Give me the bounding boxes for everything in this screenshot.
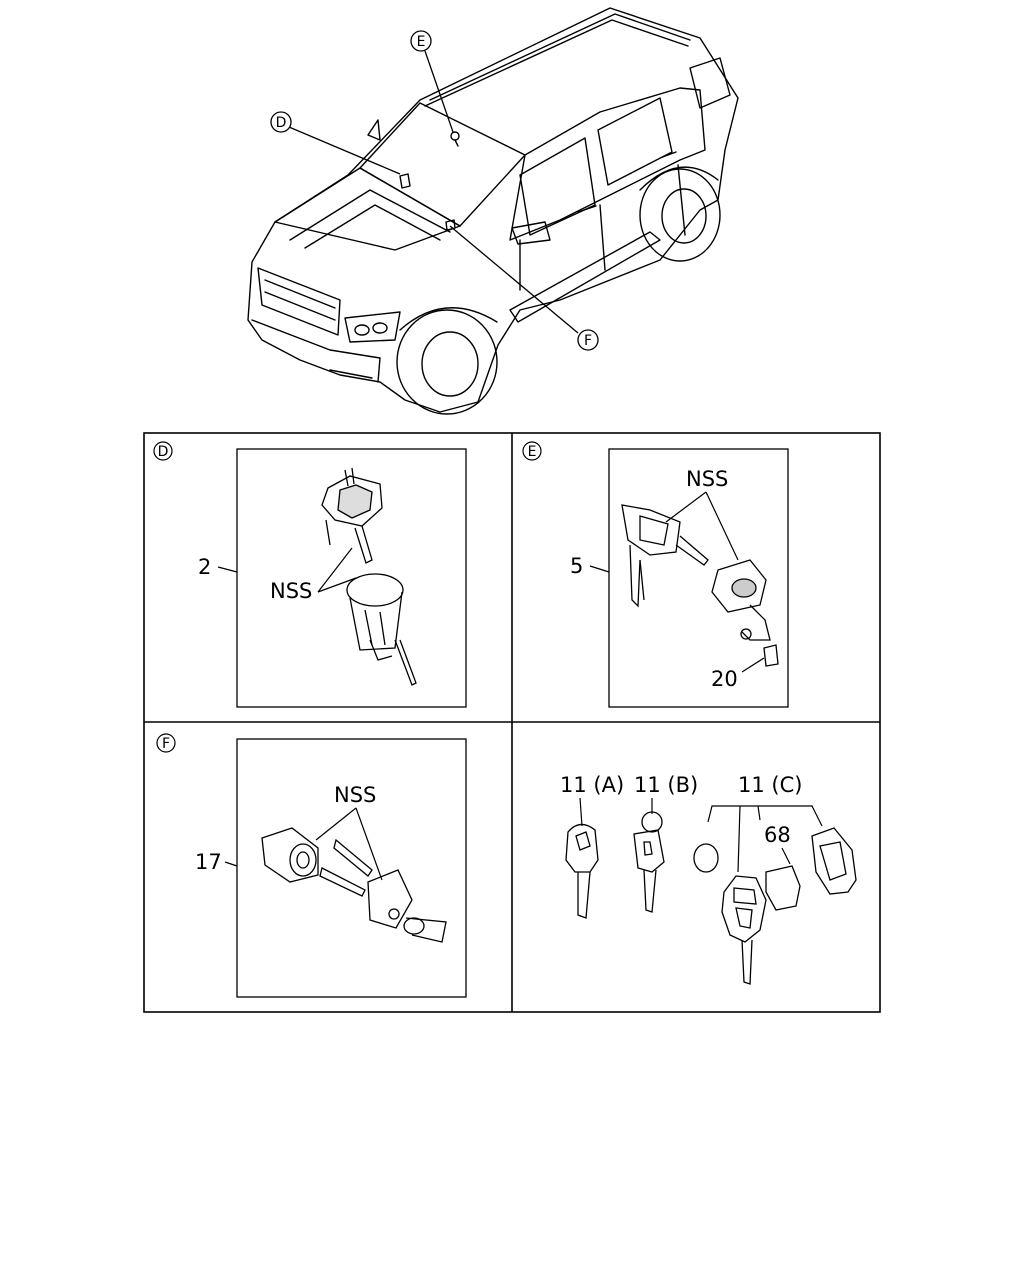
callout-e: E bbox=[410, 30, 432, 52]
key-c-battery bbox=[693, 843, 719, 873]
ignition-cylinder bbox=[346, 573, 417, 686]
key-b bbox=[633, 811, 665, 913]
key-a-label: 11 (A) bbox=[560, 773, 624, 797]
vehicle-callouts bbox=[288, 50, 579, 334]
side-mirror bbox=[511, 221, 551, 245]
panel-f-part-number: 17 bbox=[195, 850, 222, 874]
running-board bbox=[509, 231, 661, 323]
part-68-cover bbox=[765, 865, 801, 911]
vehicle-overview bbox=[247, 7, 739, 415]
marker-e-part bbox=[450, 131, 460, 141]
panel-f-tag: F bbox=[162, 736, 170, 752]
door-lock-key bbox=[621, 504, 709, 608]
marker-f-part bbox=[445, 219, 456, 231]
panel-keys: 11 (A) 11 (B) 11 (C) 68 bbox=[560, 773, 857, 985]
rear-wheel bbox=[639, 166, 721, 262]
lock-clip bbox=[763, 644, 779, 667]
key-c-remote bbox=[721, 875, 767, 985]
key-c-case bbox=[811, 827, 857, 895]
front-wheel bbox=[396, 307, 498, 415]
callout-d: D bbox=[270, 111, 292, 133]
callout-f: F bbox=[577, 329, 599, 351]
marker-d-part bbox=[399, 173, 411, 189]
panel-d-part-number: 2 bbox=[198, 555, 211, 579]
key-c-label: 11 (C) bbox=[738, 773, 802, 797]
panel-d: D 2 NSS bbox=[153, 441, 467, 708]
door-lock-cylinder bbox=[711, 559, 771, 641]
tailgate-key bbox=[319, 838, 447, 943]
panel-d-tag: D bbox=[158, 444, 169, 460]
panel-e-tag: E bbox=[528, 444, 537, 460]
key-a bbox=[565, 823, 599, 919]
front-grille bbox=[257, 267, 341, 336]
panel-e-part-number-2: 20 bbox=[711, 667, 738, 691]
panel-f-note: NSS bbox=[334, 783, 376, 807]
callout-f-label: F bbox=[584, 333, 592, 349]
ignition-key bbox=[321, 467, 383, 564]
panel-grid bbox=[143, 432, 881, 1013]
vehicle-body-outline bbox=[247, 7, 739, 413]
callout-d-label: D bbox=[276, 115, 287, 131]
part-68-label: 68 bbox=[764, 823, 791, 847]
panel-f: F 17 NSS bbox=[156, 733, 467, 998]
panel-e-part-number: 5 bbox=[570, 554, 583, 578]
panel-d-note: NSS bbox=[270, 579, 312, 603]
key-b-label: 11 (B) bbox=[634, 773, 698, 797]
panel-e-note: NSS bbox=[686, 467, 728, 491]
tailgate-cylinder bbox=[261, 827, 319, 883]
headlamp bbox=[344, 311, 401, 343]
windshield bbox=[359, 102, 526, 227]
callout-e-label: E bbox=[417, 34, 426, 50]
panel-e: E 5 NSS 20 bbox=[522, 441, 789, 708]
